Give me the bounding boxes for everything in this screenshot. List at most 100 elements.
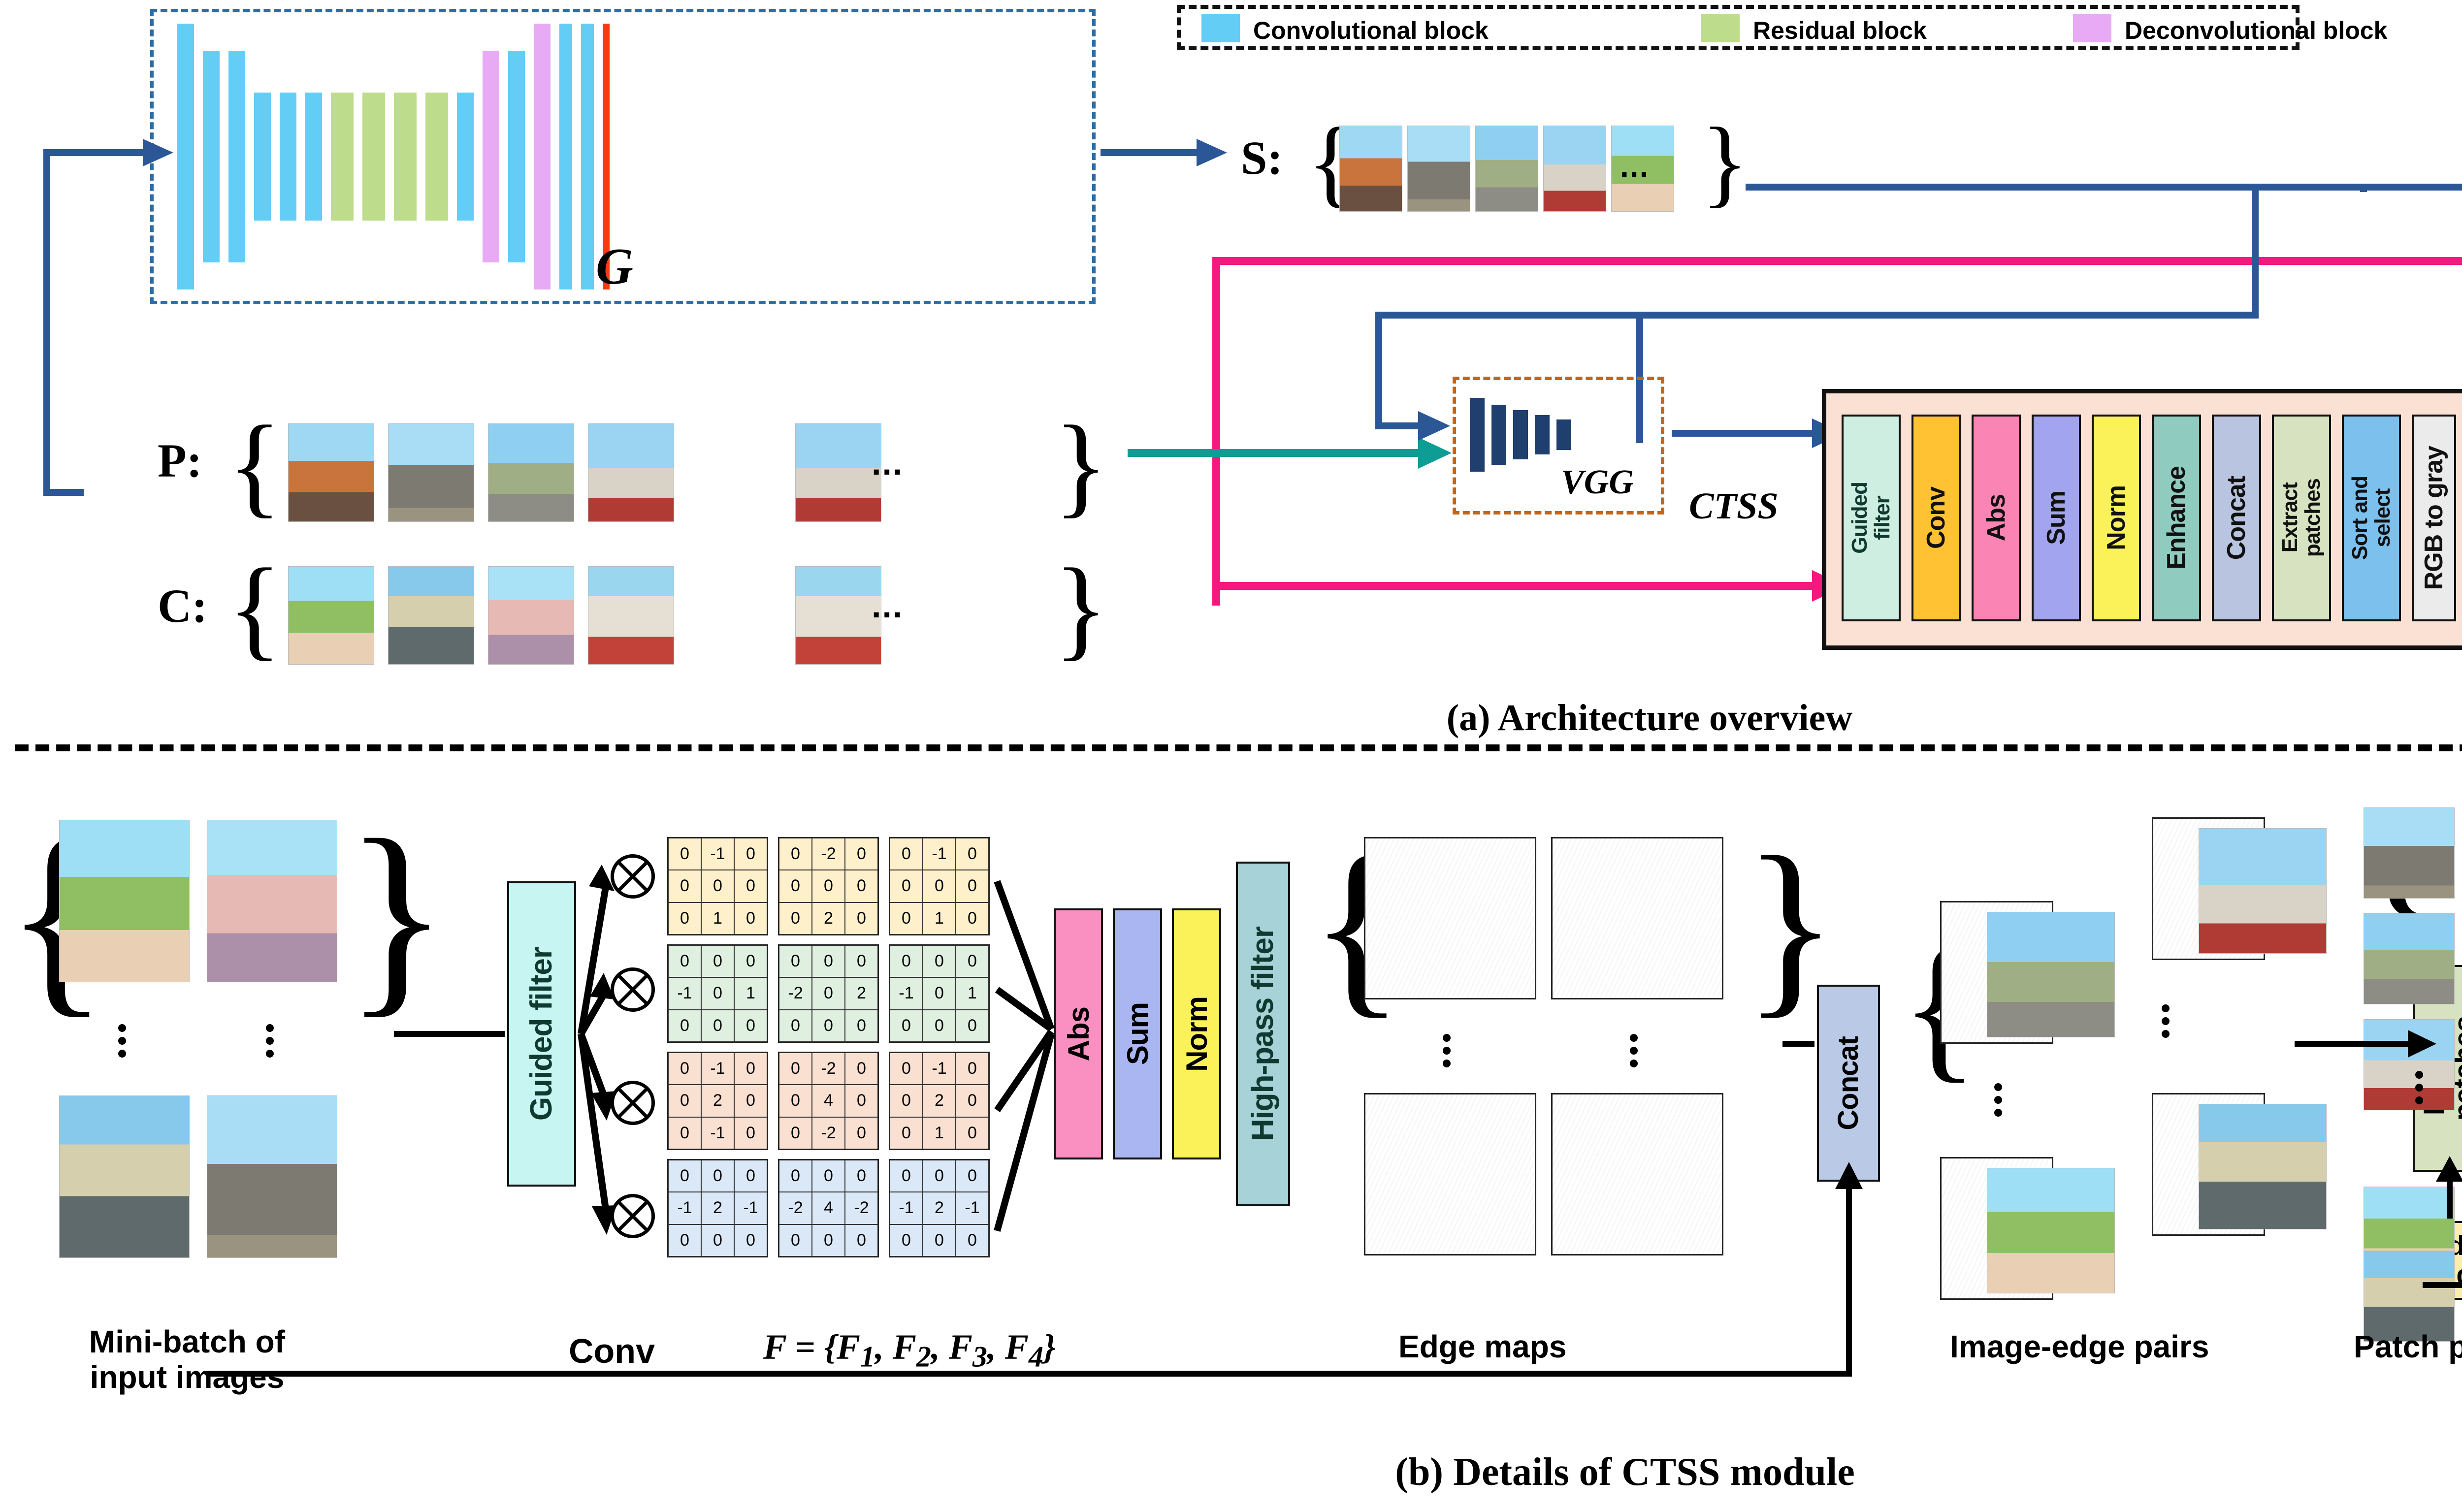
legend-label-2: Deconvolutional block (2125, 17, 2388, 44)
kernel-cell: 0 (845, 1160, 878, 1192)
kernel-cell: 0 (734, 945, 767, 978)
abs-block[interactable]: Abs (1054, 908, 1103, 1159)
ctss-block-abs[interactable]: Abs (1972, 415, 2021, 621)
ctss-block-label: Guided filter (1847, 482, 1894, 554)
kernel-cell: 0 (734, 870, 767, 902)
generator-block-14 (559, 24, 572, 290)
ctss-block-rgb-to-gray[interactable]: RGB to gray (2412, 415, 2456, 621)
edge-map (1551, 837, 1723, 999)
high-pass-filter-block[interactable]: High-pass filter (1236, 862, 1290, 1206)
kernel-cell: 0 (812, 977, 845, 1010)
patch-pairs-grid (2364, 807, 2462, 1342)
image-edge-ellipsis-1 (1994, 1083, 2002, 1117)
kernel-cell: -2 (812, 1053, 845, 1085)
kernel-cell: 0 (668, 838, 701, 870)
set-C-thumbnails (288, 564, 881, 667)
kernel-cell: 0 (923, 945, 956, 978)
kernel-cell: 0 (923, 870, 956, 902)
guided-filter-label: Guided filter (524, 947, 559, 1121)
kernel-cell: -1 (890, 977, 923, 1010)
image-edge-pairs-caption: Image-edge pairs (1950, 1329, 2209, 1364)
ctss-block-conv[interactable]: Conv (1911, 415, 1961, 621)
generator-block-4 (280, 93, 296, 221)
kernel-cell: 0 (890, 902, 923, 934)
kernel-cell: 0 (668, 945, 701, 978)
patch-image (2364, 913, 2455, 1004)
conv-operator-icon-4 (611, 1194, 655, 1238)
kernel-cell: 0 (890, 1053, 923, 1085)
kernel-cell: 0 (812, 870, 845, 902)
norm-block[interactable]: Norm (1172, 908, 1221, 1159)
set-thumbnail (1475, 126, 1538, 212)
kernel-cell: 0 (701, 1009, 734, 1042)
ctss-block-sort-and-select[interactable]: Sort and select (2342, 415, 2401, 621)
kernel-cell: -1 (890, 1192, 923, 1224)
vgg-block-3 (1535, 415, 1550, 454)
ctss-block-label: Sum (2041, 491, 2071, 545)
generator-block-6 (331, 93, 354, 221)
abs-label: Abs (1062, 1006, 1095, 1062)
kernel-cell: -1 (923, 1053, 956, 1085)
kernel-cell: 0 (956, 902, 989, 934)
vgg-block-1 (1491, 404, 1506, 465)
generator-block-8 (394, 93, 417, 221)
generator-block-10 (457, 93, 474, 221)
set-thumbnail (288, 566, 374, 665)
set-thumbnail (1407, 126, 1470, 212)
kernel-cell: 0 (845, 838, 878, 870)
kernel-cell: 4 (812, 1192, 845, 1224)
kernel-cell: -1 (701, 1117, 734, 1149)
image-edge-ellipsis-2 (2162, 1004, 2170, 1038)
generator-block-12 (508, 51, 525, 262)
patch-image (2364, 1251, 2455, 1342)
kernel-cell: 0 (734, 1009, 767, 1042)
vgg-block-2 (1513, 410, 1528, 459)
set-P-ellipsis: ... (872, 444, 904, 482)
ctss-block-enhance[interactable]: Enhance (2152, 415, 2201, 621)
kernel-cell: 0 (890, 1160, 923, 1192)
image-layer (1987, 1168, 2115, 1293)
ctss-block-extract-patches[interactable]: Extract patches (2272, 415, 2331, 621)
kernel-cell: -1 (734, 1192, 767, 1224)
minibatch-ellipsis-1 (118, 1024, 126, 1058)
set-thumbnail (1543, 126, 1606, 212)
kernel-cell: 0 (668, 902, 701, 934)
ctss-block-concat[interactable]: Concat (2212, 415, 2261, 621)
generator-block-0 (177, 24, 194, 290)
ctss-block-label: Sort and select (2347, 476, 2395, 560)
kernel-cell: 0 (668, 1053, 701, 1085)
kernel-cell: 2 (845, 977, 878, 1010)
kernel-cell: -2 (779, 977, 812, 1010)
edge-maps-ellipsis-1 (1443, 1034, 1451, 1067)
patch-pairs-caption: Patch pairs (2354, 1329, 2462, 1364)
ctss-block-norm[interactable]: Norm (2092, 415, 2141, 621)
ctss-block-guided-filter[interactable]: Guided filter (1842, 415, 1901, 621)
kernel-cell: 0 (701, 1160, 734, 1192)
kernel-cell: 0 (734, 1160, 767, 1192)
conv-operator-icon-1 (611, 854, 655, 899)
kernel-cell: -1 (668, 977, 701, 1010)
ctss-block-sum[interactable]: Sum (2032, 415, 2081, 621)
edge-maps-ellipsis-2 (1630, 1034, 1638, 1067)
conv-operator-icon-2 (611, 967, 655, 1012)
kernel-cell: 0 (701, 870, 734, 902)
kernel-cell: 0 (956, 838, 989, 870)
kernel-cell: 0 (956, 1224, 989, 1256)
kernel-cell: -1 (923, 838, 956, 870)
guided-filter-block[interactable]: Guided filter (507, 881, 576, 1187)
kernel-cell: 0 (734, 1085, 767, 1117)
sum-block[interactable]: Sum (1113, 908, 1162, 1159)
kernel-cell: 0 (779, 1224, 812, 1256)
kernel-cell: 0 (668, 1085, 701, 1117)
kernel-cell: 2 (701, 1192, 734, 1224)
set-S-ellipsis: ... (1620, 148, 1650, 184)
kernel-cell: 0 (734, 1224, 767, 1256)
concat-block[interactable]: Concat (1817, 985, 1880, 1182)
ctss-title: CTSS (1689, 485, 1779, 527)
set-thumbnail (795, 423, 881, 522)
